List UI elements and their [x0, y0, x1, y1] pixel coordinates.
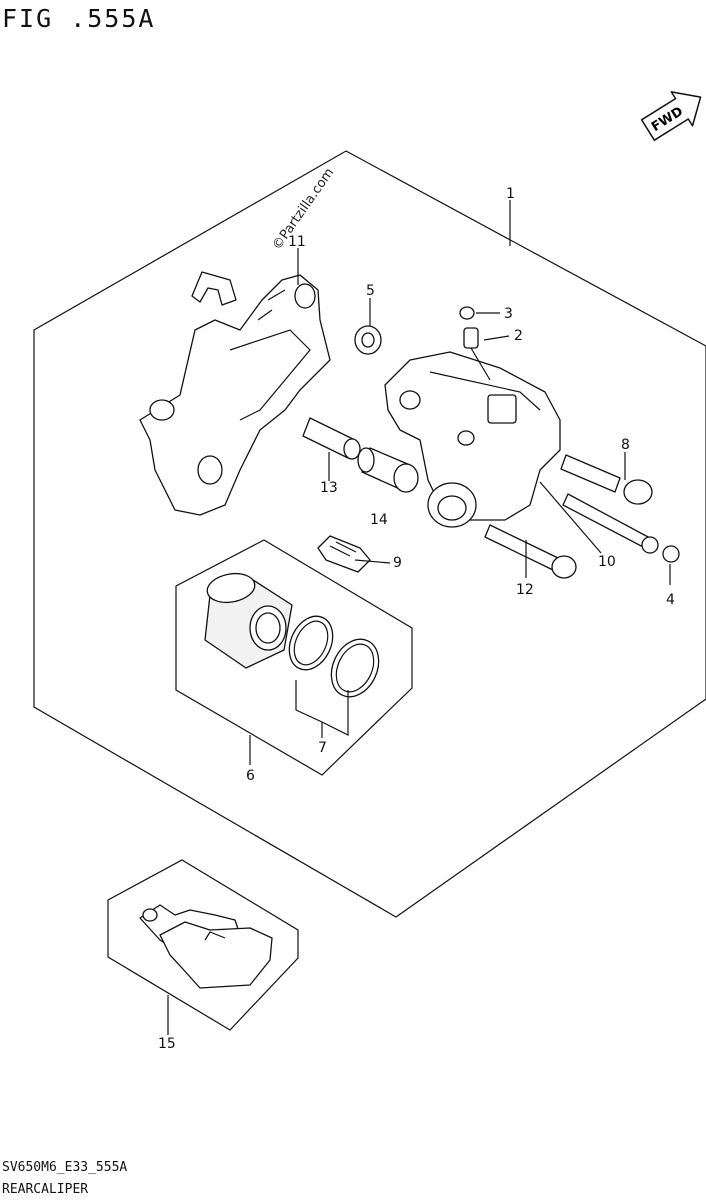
callout-4: 4: [666, 592, 675, 608]
leader-lines: [167, 200, 671, 1035]
callout-14: 14: [370, 512, 388, 528]
bleeder-cap: [459, 306, 475, 320]
pad-pin: [562, 493, 659, 554]
pad-spring: [317, 535, 371, 573]
callout-5: 5: [366, 283, 375, 299]
brake-pads: [139, 904, 273, 989]
plug: [662, 545, 680, 563]
callout-3: 3: [504, 306, 513, 322]
callout-1: 1: [506, 186, 515, 202]
callout-9: 9: [393, 555, 402, 571]
callout-6: 6: [246, 768, 255, 784]
callout-10: 10: [598, 554, 616, 570]
callout-7: 7: [318, 740, 327, 756]
sleeve: [302, 417, 361, 460]
fwd-arrow-icon: FWD: [640, 91, 702, 141]
caliper-bracket: [139, 274, 331, 516]
spring-clip: [191, 271, 237, 306]
callout-11: 11: [288, 234, 306, 250]
piston-seals: [288, 615, 380, 698]
brake-pad-outline: [107, 859, 299, 1031]
callout-13: 13: [320, 480, 338, 496]
callout-8: 8: [621, 437, 630, 453]
callout-15: 15: [158, 1036, 176, 1052]
figure-title: FIG .555A: [2, 4, 156, 33]
callout-12: 12: [516, 582, 534, 598]
callout-2: 2: [514, 328, 523, 344]
piston-kit-outline: [175, 539, 413, 776]
pin-boot: [357, 447, 419, 493]
boot: [354, 325, 382, 355]
slide-pin: [560, 454, 653, 505]
bleeder-valve: [463, 327, 491, 381]
footer-figure-name: REARCALIPER: [2, 1182, 89, 1197]
caliper-assembly-outline: [33, 150, 706, 918]
mounting-bolt: [484, 524, 577, 579]
caliper-body: [384, 351, 561, 528]
piston: [204, 572, 293, 669]
footer-figure-code: SV650M6_E33_555A: [2, 1160, 128, 1175]
